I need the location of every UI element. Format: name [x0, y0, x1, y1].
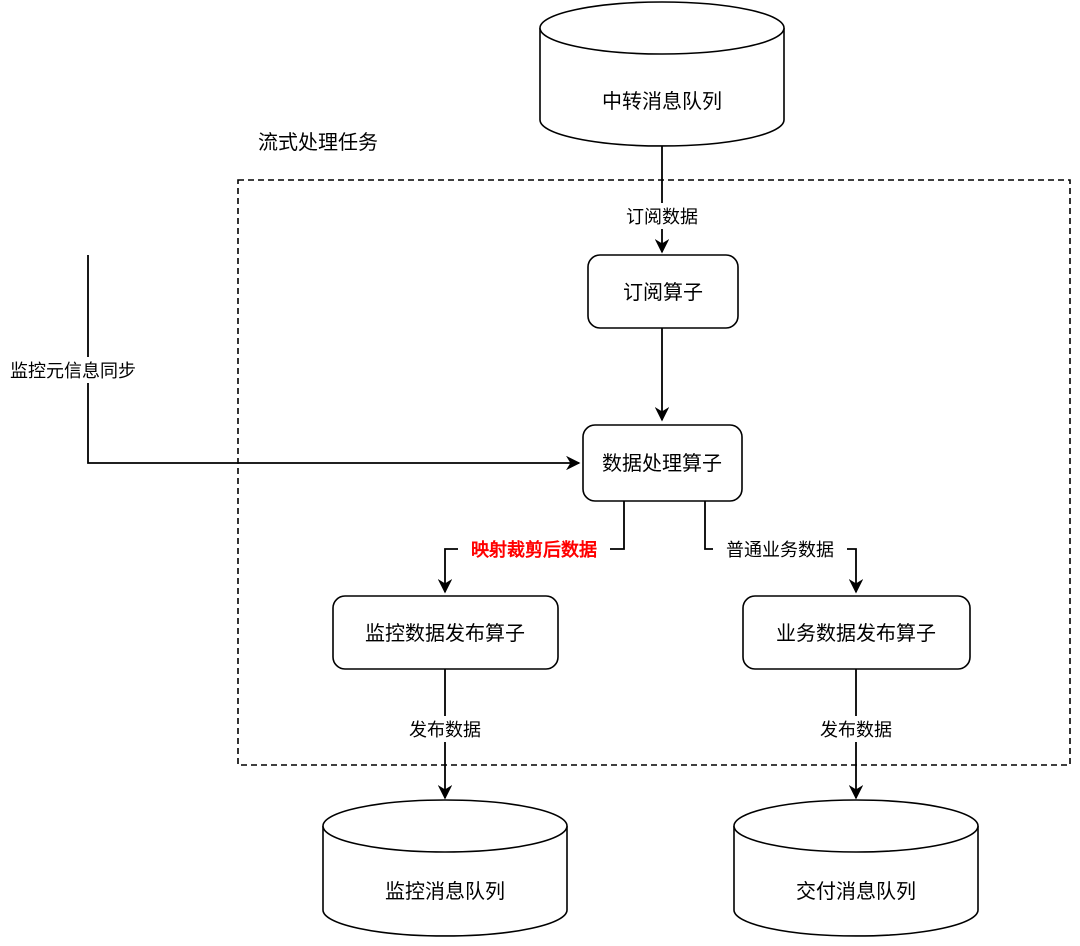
edge-label-bg: [713, 537, 847, 563]
edge-label-publish-right: 发布数据: [820, 720, 892, 741]
edge-label-publish-left: 发布数据: [409, 720, 481, 741]
group-label: 流式处理任务: [258, 130, 378, 154]
subscribe-operator-label: 订阅算子: [623, 280, 703, 304]
subscribe-operator-box: [587, 254, 739, 329]
edge-label-mapped-trimmed: 映射裁剪后数据: [471, 539, 597, 561]
edge-label-bg: [804, 716, 908, 742]
relay-queue-cylinder: 中转消息队列: [539, 1, 785, 147]
edge-label-normal-business: 普通业务数据: [726, 540, 834, 561]
process-operator-box: [582, 424, 743, 502]
delivery-queue-label: 交付消息队列: [796, 879, 916, 903]
delivery-queue-cylinder: 交付消息队列: [733, 799, 979, 937]
edge-label-bg: [393, 716, 497, 742]
edge-label-subscribe-data: 订阅数据: [626, 207, 698, 228]
edge-label-bg: [8, 357, 158, 383]
edge-label-bg: [610, 203, 714, 229]
edge-label-bg: [458, 537, 610, 563]
relay-queue-label: 中转消息队列: [602, 89, 722, 113]
monitor-queue-label: 监控消息队列: [385, 879, 505, 903]
edge-label-monitor-meta-sync: 监控元信息同步: [10, 361, 136, 382]
monitor-publish-operator-label: 监控数据发布算子: [365, 621, 525, 645]
stream-task-group: [237, 179, 1071, 766]
monitor-queue-cylinder: 监控消息队列: [322, 799, 568, 937]
business-publish-operator-label: 业务数据发布算子: [776, 621, 936, 645]
edge-monitor-meta-sync: [87, 255, 581, 471]
process-operator-label: 数据处理算子: [602, 451, 722, 475]
